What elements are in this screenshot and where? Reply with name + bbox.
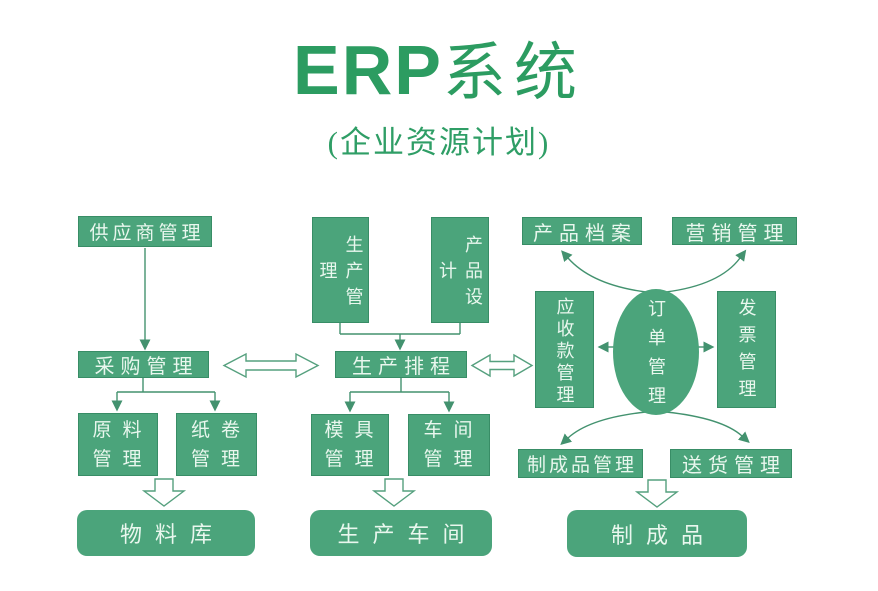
title-cjk: 系统 bbox=[442, 38, 585, 108]
connector-purchasing-fork bbox=[117, 377, 215, 393]
page-subtitle: (企业资源计划) bbox=[327, 125, 551, 160]
flow-arrow-to-production-workshop bbox=[371, 478, 417, 507]
node-product-design: 产品设计 bbox=[431, 217, 489, 323]
node-paper-roll-management: 纸卷管理 bbox=[176, 413, 257, 476]
page-title: ERP系统 bbox=[0, 22, 878, 113]
node-production-scheduling: 生产排程 bbox=[335, 351, 467, 378]
node-order-management: 订单管理 bbox=[613, 289, 699, 415]
node-finished-goods: 制成品 bbox=[567, 510, 747, 557]
node-mold-management: 模具管理 bbox=[311, 414, 389, 476]
node-finished-product-management: 制成品管理 bbox=[518, 449, 643, 478]
connector-scheduling-fork bbox=[350, 377, 449, 393]
flow-arrow-to-finished-goods bbox=[634, 479, 680, 508]
connector-design-bracket bbox=[339, 323, 461, 335]
arrow-order-to-delivery bbox=[665, 411, 750, 443]
node-marketing-management: 营销管理 bbox=[672, 217, 797, 245]
arrow-order-to-marketing bbox=[665, 249, 747, 293]
arrow-order-to-finished-mgmt bbox=[560, 411, 647, 446]
double-arrow-purchasing-scheduling bbox=[222, 352, 320, 379]
node-purchasing-management: 采购管理 bbox=[78, 351, 209, 378]
node-production-management: 生产管理 bbox=[312, 217, 369, 323]
node-raw-material-management: 原料管理 bbox=[78, 413, 158, 476]
node-workshop-management: 车间管理 bbox=[408, 414, 490, 476]
arrow-order-to-product-archive bbox=[561, 250, 647, 293]
node-invoice-management: 发票管理 bbox=[717, 291, 776, 408]
flow-arrow-to-material-store bbox=[141, 478, 187, 507]
node-product-archive: 产品档案 bbox=[522, 217, 642, 245]
node-material-warehouse: 物料库 bbox=[77, 510, 255, 556]
node-delivery-management: 送货管理 bbox=[670, 449, 792, 478]
double-arrow-scheduling-receivables bbox=[470, 353, 534, 378]
title-latin: ERP bbox=[293, 31, 443, 109]
node-receivables-management: 应收款管理 bbox=[535, 291, 594, 408]
node-production-workshop: 生产车间 bbox=[310, 510, 492, 556]
node-supplier-management: 供应商管理 bbox=[78, 216, 212, 247]
